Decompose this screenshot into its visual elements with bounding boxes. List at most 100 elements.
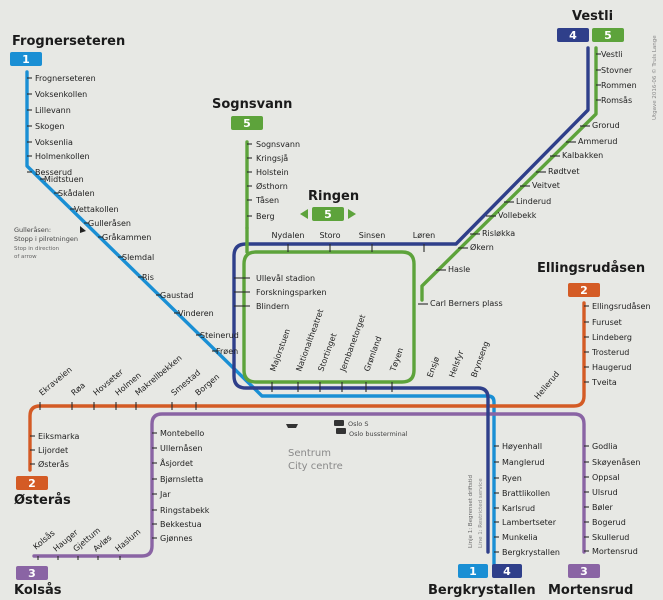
station-label[interactable]: Mortensrud: [592, 547, 638, 556]
station-label[interactable]: Kringsjå: [256, 153, 288, 163]
badge-line-1-bergkrystallen[interactable]: 1: [458, 564, 488, 578]
station-label[interactable]: Bøler: [592, 503, 614, 512]
station-label[interactable]: Veitvet: [532, 181, 560, 190]
station-label[interactable]: Bergkrystallen: [502, 548, 560, 557]
station-label[interactable]: Ulsrud: [592, 488, 618, 497]
station-label[interactable]: Romsås: [601, 95, 632, 105]
station-label[interactable]: Munkelia: [502, 533, 538, 542]
station-label[interactable]: Røa: [70, 381, 88, 398]
station-label[interactable]: Skøyenåsen: [592, 457, 640, 467]
station-label[interactable]: Hasle: [448, 265, 470, 274]
station-label[interactable]: Ellingsrudåsen: [592, 301, 651, 311]
station-label[interactable]: Stovner: [601, 66, 633, 75]
station-label[interactable]: Holstein: [256, 168, 289, 177]
station-label[interactable]: Stortinget: [316, 332, 338, 373]
station-label[interactable]: Risløkka: [482, 229, 515, 238]
station-label[interactable]: Blindern: [256, 302, 289, 311]
station-label[interactable]: Steinerud: [200, 331, 239, 340]
station-label[interactable]: Frognerseteren: [35, 74, 96, 83]
station-label[interactable]: Linderud: [516, 197, 551, 206]
station-label[interactable]: Gråkammen: [102, 232, 151, 242]
station-label[interactable]: Haugerud: [592, 363, 631, 372]
badge-line-2-osteras[interactable]: 2: [16, 476, 48, 490]
station-label[interactable]: Skådalen: [58, 188, 95, 198]
station-label[interactable]: Helsfyr: [447, 349, 465, 379]
station-label[interactable]: Gjønnes: [160, 534, 193, 543]
station-label[interactable]: Karlsrud: [502, 504, 535, 513]
station-label[interactable]: Eiksmarka: [38, 432, 80, 441]
station-label[interactable]: Tveita: [591, 378, 617, 387]
station-label[interactable]: Rødtvet: [548, 167, 579, 176]
station-label[interactable]: Løren: [413, 231, 435, 240]
station-label[interactable]: Grønland: [362, 335, 383, 373]
station-label[interactable]: Høyenhall: [502, 442, 542, 451]
station-label[interactable]: Voksenkollen: [35, 90, 87, 99]
station-label[interactable]: Frøen: [216, 347, 238, 356]
station-label[interactable]: Lijordet: [38, 446, 68, 455]
station-label[interactable]: Brynseng: [469, 340, 490, 379]
station-label[interactable]: Godlia: [592, 442, 618, 451]
station-label[interactable]: Lillevann: [35, 106, 71, 115]
badge-line-5-sognsvann[interactable]: 5: [231, 116, 263, 130]
station-label[interactable]: Vinderen: [178, 309, 214, 318]
station-label[interactable]: Carl Berners plass: [430, 299, 503, 308]
station-label[interactable]: Sognsvann: [256, 140, 300, 149]
station-label[interactable]: Økern: [470, 242, 494, 252]
badge-line-2-ellingsrudasen[interactable]: 2: [568, 283, 600, 297]
station-label[interactable]: Voksenlia: [35, 138, 73, 147]
station-label[interactable]: Trosterud: [591, 348, 629, 357]
station-label[interactable]: Nydalen: [272, 231, 305, 240]
badge-line-3-kolsas[interactable]: 3: [16, 566, 48, 580]
station-label[interactable]: Forskningsparken: [256, 288, 327, 297]
station-label[interactable]: Ullernåsen: [160, 443, 203, 453]
station-label[interactable]: Vettakollen: [74, 205, 119, 214]
station-label[interactable]: Ekraveien: [38, 365, 74, 397]
station-label[interactable]: Ammerud: [578, 137, 617, 146]
station-label[interactable]: Gaustad: [160, 291, 193, 300]
station-label[interactable]: Furuset: [592, 318, 622, 327]
station-label[interactable]: Tøyen: [388, 347, 405, 374]
station-label[interactable]: Holmenkollen: [35, 152, 90, 161]
station-label[interactable]: Oppsal: [592, 473, 620, 482]
station-label[interactable]: Montebello: [160, 429, 204, 438]
badge-line-5-ringen[interactable]: 5: [300, 207, 356, 221]
station-label[interactable]: Vollebekk: [498, 211, 537, 220]
station-label[interactable]: Østerås: [38, 459, 69, 469]
station-label[interactable]: Ringstabekk: [160, 506, 210, 515]
station-label[interactable]: Midtstuen: [44, 175, 84, 184]
station-label[interactable]: Kalbakken: [562, 151, 603, 160]
station-label[interactable]: Bogerud: [592, 518, 626, 527]
station-label[interactable]: Bekkestua: [160, 520, 202, 529]
badge-line-4-vestli[interactable]: 4: [557, 28, 589, 42]
station-label[interactable]: Tåsen: [255, 195, 279, 205]
station-label[interactable]: Majorstuen: [268, 328, 292, 373]
station-label[interactable]: Bjørnsletta: [160, 475, 203, 484]
station-label[interactable]: Lindeberg: [592, 333, 632, 342]
station-label[interactable]: Lambertseter: [502, 518, 557, 527]
station-label[interactable]: Gulleråsen: [88, 218, 131, 228]
station-label[interactable]: Østhorn: [256, 181, 288, 191]
station-label[interactable]: Skogen: [35, 122, 64, 131]
station-label[interactable]: Vestli: [601, 50, 623, 59]
station-label[interactable]: Jar: [159, 490, 171, 499]
station-label[interactable]: Rommen: [601, 81, 637, 90]
station-label[interactable]: Berg: [256, 212, 275, 221]
station-label[interactable]: Hellerud: [533, 370, 562, 402]
station-label[interactable]: Skullerud: [592, 533, 629, 542]
station-label[interactable]: Brattlikollen: [502, 489, 550, 498]
station-label[interactable]: Ullevål stadion: [256, 273, 315, 283]
station-label[interactable]: Manglerud: [502, 458, 545, 467]
station-label[interactable]: Åsjordet: [160, 457, 193, 468]
station-label[interactable]: Besserud: [35, 168, 72, 177]
badge-line-5-vestli[interactable]: 5: [592, 28, 624, 42]
station-label[interactable]: Jernbanetorget: [338, 313, 367, 373]
badge-line-4-bergkrystallen[interactable]: 4: [492, 564, 522, 578]
station-label[interactable]: Ensjø: [425, 355, 441, 378]
station-label[interactable]: Slemdal: [122, 253, 154, 262]
station-label[interactable]: Sinsen: [359, 231, 386, 240]
badge-line-1-frognerseteren[interactable]: 1: [10, 52, 42, 66]
station-label[interactable]: Haslum: [114, 527, 143, 553]
station-label[interactable]: Ryen: [502, 474, 522, 483]
station-label[interactable]: Ris: [142, 273, 154, 282]
station-label[interactable]: Storo: [319, 231, 340, 240]
